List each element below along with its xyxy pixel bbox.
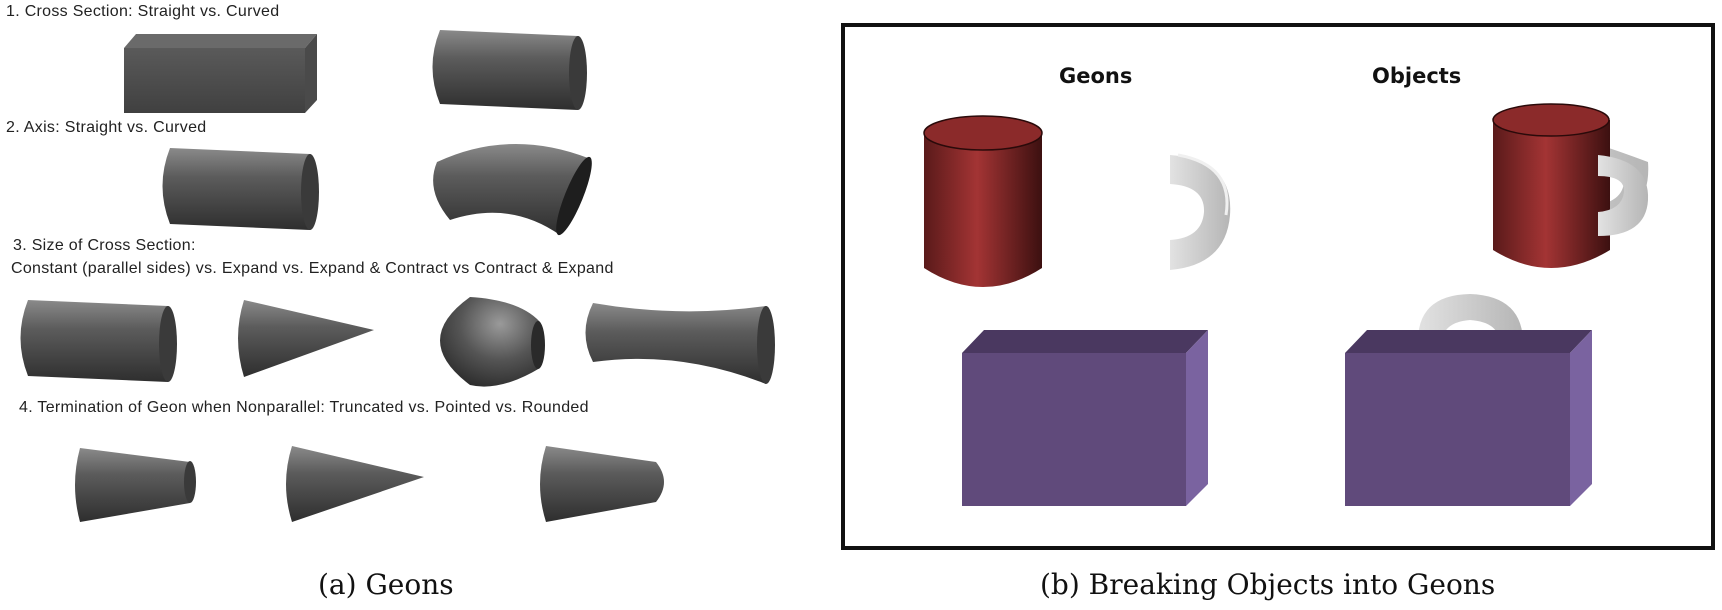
objects-panel: [841, 23, 1715, 550]
box-geon-icon: [124, 34, 317, 113]
row4-label: 4. Termination of Geon when Nonparallel:…: [19, 399, 589, 416]
cylinder-geon-icon: [162, 148, 319, 230]
truncated-cone-geon-icon: [75, 448, 196, 522]
rounded-cone-geon-icon: [540, 446, 664, 522]
row1-label: 1. Cross Section: Straight vs. Curved: [6, 3, 280, 20]
pointed-cone-geon-icon: [286, 446, 424, 522]
caption-b: (b) Breaking Objects into Geons: [1040, 568, 1496, 601]
curved-cylinder-geon-icon: [433, 143, 592, 236]
caption-a: (a) Geons: [318, 568, 454, 601]
cone-geon-icon: [238, 300, 374, 377]
hourglass-geon-icon: [585, 303, 775, 384]
heading-geons: Geons: [1059, 64, 1133, 88]
cylinder-geon-icon: [20, 300, 177, 382]
cylinder-geon-icon: [432, 30, 587, 110]
row3-label: 3. Size of Cross Section:: [13, 237, 196, 254]
heading-objects: Objects: [1372, 64, 1462, 88]
barrel-geon-icon: [440, 297, 545, 387]
geons-illustration: [20, 30, 775, 522]
row3-label-2: Constant (parallel sides) vs. Expand vs.…: [11, 260, 614, 277]
row2-label: 2. Axis: Straight vs. Curved: [6, 119, 207, 136]
